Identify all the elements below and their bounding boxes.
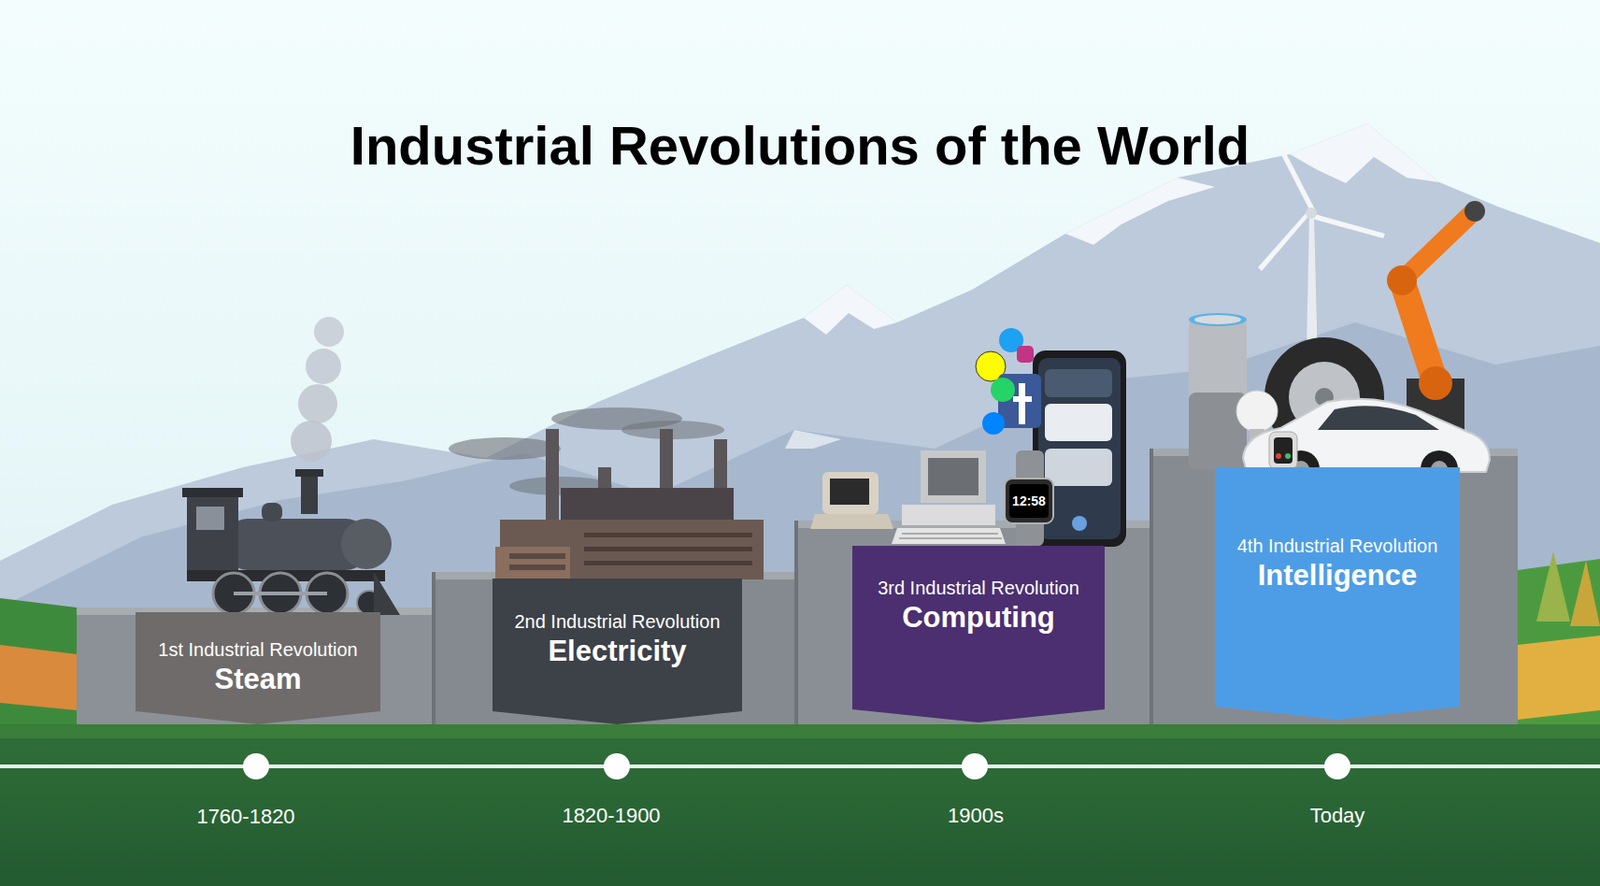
tree: [1536, 551, 1571, 622]
field: [1517, 635, 1600, 720]
banner-node: 4th Industrial RevolutionIntelligence: [1214, 467, 1460, 720]
timeline: [0, 764, 1600, 769]
banner-shape: [1214, 467, 1460, 720]
robot-arm: [1386, 200, 1486, 431]
banner-content: 2nd Industrial RevolutionElectricity: [492, 578, 743, 669]
banner-fill: [135, 612, 381, 725]
timeline-dot: [242, 753, 270, 780]
banner-heading: 1st Industrial Revolution: [157, 638, 358, 662]
banner-title: Steam: [214, 661, 301, 697]
date-label: Today: [1310, 803, 1366, 829]
banner-node: 1st Industrial RevolutionSteam: [135, 612, 381, 725]
banner-shape: [852, 545, 1105, 723]
smart-speaker: [1188, 313, 1247, 470]
plinth-seam: [1149, 448, 1154, 739]
plinth-seam: [431, 571, 436, 739]
date-label: 1820-1900: [561, 803, 660, 829]
banner-title: Electricity: [547, 633, 686, 669]
steam-train: [182, 316, 400, 615]
banner-heading: 3rd Industrial Revolution: [877, 576, 1080, 600]
snow: [1065, 177, 1215, 245]
snow: [1289, 123, 1440, 184]
field: [0, 644, 77, 711]
banner-fill: [852, 545, 1105, 723]
banner-fill: [492, 578, 743, 725]
title-text: Industrial Revolutions of the World: [0, 113, 1600, 179]
date-label: 1760-1820: [196, 804, 295, 829]
plinth: [76, 607, 434, 739]
timeline-dot: [961, 753, 988, 780]
plinth: [796, 520, 1159, 739]
watch-time: 12:58: [1012, 493, 1046, 509]
tree: [1570, 560, 1600, 627]
banner-heading: 2nd Industrial Revolution: [514, 610, 720, 634]
field: [0, 598, 77, 739]
banner-content: 3rd Industrial RevolutionComputing: [852, 545, 1105, 635]
banner-title: Intelligence: [1257, 557, 1418, 593]
banner-node: 3rd Industrial RevolutionComputing: [852, 545, 1105, 723]
banner-fill: [1214, 467, 1460, 720]
date-label: 1900s: [947, 803, 1004, 829]
plinth-seam: [794, 520, 799, 739]
banner-content: 1st Industrial RevolutionSteam: [135, 612, 381, 697]
plinth: [433, 571, 797, 739]
ground: [0, 738, 1600, 886]
timeline-dot: [603, 753, 630, 780]
timeline-dot: [1324, 753, 1351, 780]
computers: [810, 350, 1127, 547]
power-station: [448, 407, 764, 580]
banner-content: 4th Industrial RevolutionIntelligence: [1214, 467, 1460, 593]
social-icons: [975, 328, 1042, 435]
small-watch: [1269, 431, 1298, 470]
banner-title: Computing: [901, 600, 1056, 635]
snow: [803, 285, 898, 335]
banner-heading: 4th Industrial Revolution: [1237, 534, 1439, 558]
plinth: [1151, 448, 1518, 739]
snow: [785, 429, 842, 449]
banner-node: 2nd Industrial RevolutionElectricity: [492, 578, 743, 725]
